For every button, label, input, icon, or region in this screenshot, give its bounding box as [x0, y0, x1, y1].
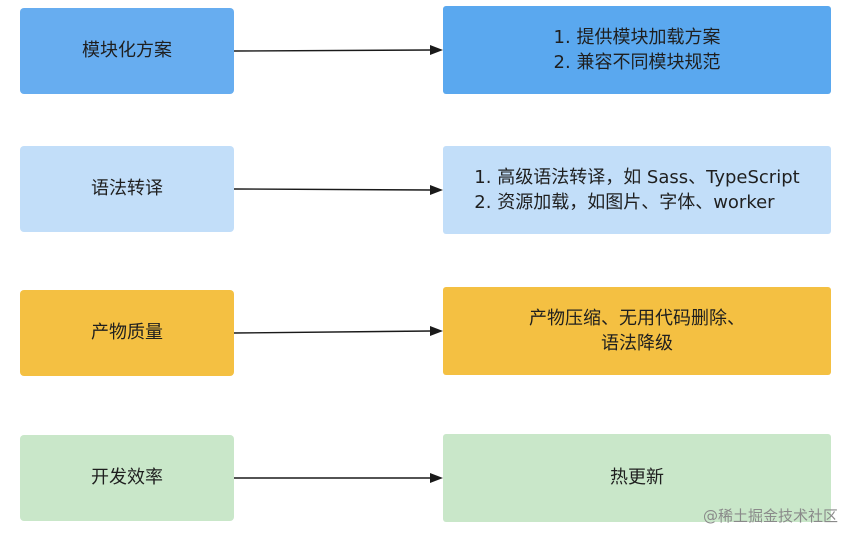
- arrowhead-icon: [430, 326, 443, 336]
- arrowhead-icon: [430, 473, 443, 483]
- detail-line: 产物压缩、无用代码删除、: [529, 307, 745, 329]
- arrowhead-icon: [430, 45, 443, 55]
- detail-line: 语法降级: [601, 333, 673, 354]
- node-label: 模块化方案: [82, 40, 172, 62]
- connector-line: [233, 49, 432, 52]
- detail-line: 热更新: [610, 467, 664, 489]
- connector-line: [233, 330, 432, 334]
- node-syntax-transpile-details: 1. 高级语法转译，如 Sass、TypeScript 2. 资源加载，如图片、…: [443, 146, 831, 234]
- node-label: 开发效率: [91, 467, 163, 489]
- detail-line: 2. 资源加载，如图片、字体、worker: [474, 192, 775, 213]
- node-syntax-transpile: 语法转译: [20, 146, 234, 232]
- node-modularization: 模块化方案: [20, 8, 234, 94]
- node-label: 产物质量: [91, 322, 163, 344]
- detail-line: 2. 兼容不同模块规范: [553, 52, 721, 73]
- arrowhead-icon: [430, 185, 443, 195]
- node-dev-efficiency: 开发效率: [20, 435, 234, 521]
- detail-line: 1. 高级语法转译，如 Sass、TypeScript: [474, 166, 800, 188]
- node-output-quality-details: 产物压缩、无用代码删除、 语法降级: [443, 287, 831, 375]
- detail-line: 1. 提供模块加载方案: [553, 26, 721, 48]
- node-output-quality: 产物质量: [20, 290, 234, 376]
- node-dev-efficiency-details: 热更新: [443, 434, 831, 522]
- connector-line: [233, 188, 432, 191]
- node-label: 语法转译: [91, 178, 163, 200]
- node-modularization-details: 1. 提供模块加载方案 2. 兼容不同模块规范: [443, 6, 831, 94]
- watermark: @稀土掘金技术社区: [702, 507, 838, 525]
